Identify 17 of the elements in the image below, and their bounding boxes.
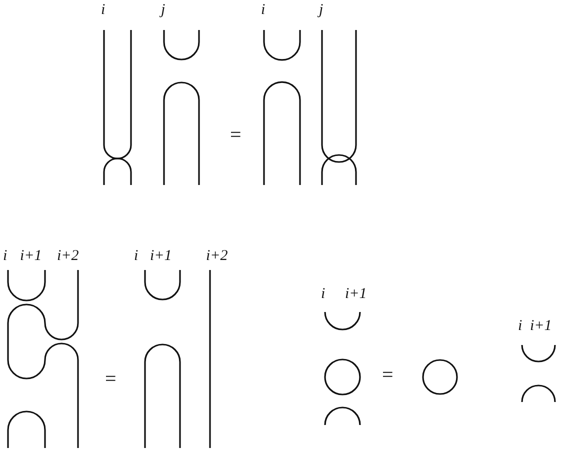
- strand-index-label: i+1: [345, 286, 367, 302]
- strand-index-label: i: [261, 2, 266, 18]
- equals-sign: =: [382, 364, 394, 386]
- strand-index-label: i: [321, 286, 326, 302]
- strand-index-label: i+2: [57, 248, 79, 264]
- strand-index-label: i: [3, 248, 8, 264]
- strand-index-label: i+1: [150, 248, 172, 264]
- strand-index-label: i+1: [530, 318, 552, 334]
- strand-index-label: i+2: [206, 248, 228, 264]
- strand-index-label: i: [134, 248, 138, 264]
- strand-index-label: j: [161, 2, 166, 18]
- strand-index-label: i+1: [20, 248, 42, 264]
- strand-index-label: i: [518, 318, 522, 334]
- equals-sign: =: [230, 124, 242, 146]
- strand-index-label: i: [101, 2, 106, 18]
- strand-index-label: j: [319, 2, 324, 18]
- equals-sign: =: [105, 368, 116, 390]
